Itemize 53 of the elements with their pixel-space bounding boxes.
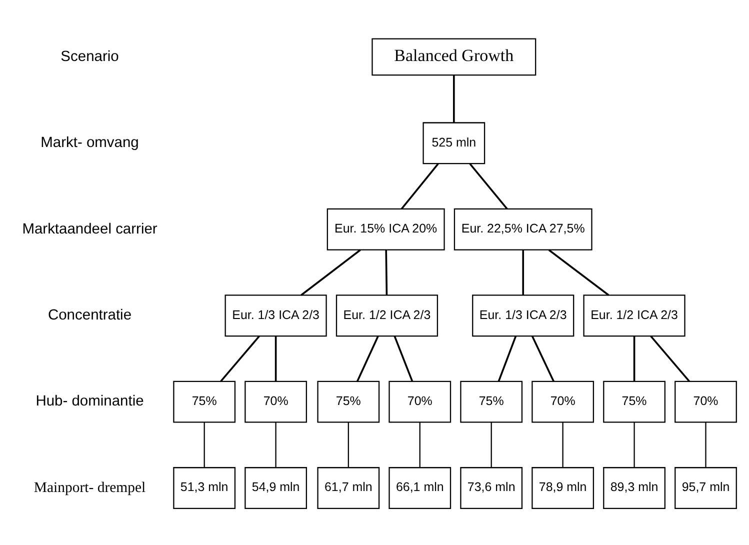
node-box: 54,9 mln [244,467,307,510]
node-box: 75% [603,380,666,423]
connector [274,336,277,382]
node-box: 89,3 mln [603,467,666,510]
connector [400,163,439,210]
connector [634,422,635,468]
connector [348,422,349,468]
node-box: 66,1 mln [388,467,452,510]
connector [220,336,260,382]
node-box: 95,7 mln [674,467,737,510]
connector [548,249,610,296]
node-box: 61,7 mln [317,467,380,510]
node-box: 70% [388,380,452,423]
label: Scenario [60,48,119,65]
connector [705,422,706,468]
connector [490,422,492,468]
node-box: 70% [532,380,594,423]
connector [562,422,564,468]
node-box: 525 mln [422,122,486,164]
node-box: 78,9 mln [532,467,594,510]
node-box: 70% [674,380,737,423]
connector [650,336,690,382]
node-box: Eur. 22,5% ICA 27,5% [454,208,592,250]
connector [498,336,517,382]
connector [633,336,636,382]
node-box: Eur. 1/3 ICA 2/3 [472,294,574,337]
node-box: 70% [244,380,307,423]
label: Mainport- drempel [34,480,146,496]
connector [394,336,414,382]
connector [419,422,420,468]
label: Concentratie [48,307,132,324]
connector [453,75,455,123]
node-box: 51,3 mln [173,467,236,510]
label: Hub- dominantie [36,394,144,410]
node-box: 75% [173,380,236,423]
connector [522,250,524,296]
node-box: Eur. 1/3 ICA 2/3 [224,294,327,337]
label: Markt- omvang [40,135,139,152]
node-box: Eur. 1/2 ICA 2/3 [583,294,686,337]
label: Marktaandeel carrier [22,221,158,238]
node-box: Eur. 15% ICA 20% [326,208,445,250]
node-box: Eur. 1/2 ICA 2/3 [336,294,438,337]
node-box: Balanced Growth [372,38,536,76]
connector [532,336,554,382]
node-box: 75% [317,380,380,423]
connector [385,250,388,296]
node-box: 75% [460,380,523,423]
connector [356,336,379,382]
connector [204,422,205,468]
connector [469,163,508,210]
node-box: 73,6 mln [460,467,523,510]
connector [300,249,361,296]
connector [275,422,276,468]
